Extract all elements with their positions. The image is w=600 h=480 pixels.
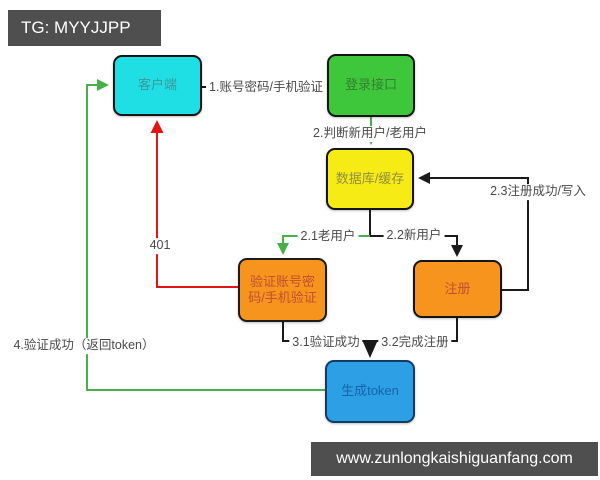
edge-label-3-2-register-done: 3.2完成注册 xyxy=(378,335,452,351)
node-generate-token: 生成token xyxy=(325,360,415,423)
edge-label-2-3-register-write: 2.3注册成功/写入 xyxy=(487,184,589,200)
watermark-telegram-banner: TG: MYYJJPP xyxy=(8,10,161,46)
edge-label-2-judge-user: 2.判断新用户/老用户 xyxy=(310,126,430,142)
node-database-cache: 数据库/缓存 xyxy=(326,148,414,210)
node-verify-account: 验证账号密码/手机验证 xyxy=(238,258,327,322)
node-register: 注册 xyxy=(413,260,502,318)
node-login-api: 登录接口 xyxy=(327,54,415,117)
node-client: 客户端 xyxy=(113,55,202,116)
edge-label-3-1-verify-success: 3.1验证成功 xyxy=(289,335,363,351)
edge-label-2-1-old-user: 2.1老用户 xyxy=(297,229,359,245)
edge-label-401: 401 xyxy=(146,238,174,254)
edge-register-to-database xyxy=(418,172,529,291)
edge-label-1-account-password: 1.账号密码/手机验证 xyxy=(206,80,326,96)
edge-verify-401-to-client xyxy=(150,120,238,288)
edge-label-4-return-token: 4.验证成功（返回token） xyxy=(10,338,158,354)
edge-label-2-2-new-user: 2.2新用户 xyxy=(383,228,445,244)
watermark-url-banner: www.zunlongkaishiguanfang.com xyxy=(311,442,598,476)
edge-token-to-client xyxy=(86,79,326,391)
